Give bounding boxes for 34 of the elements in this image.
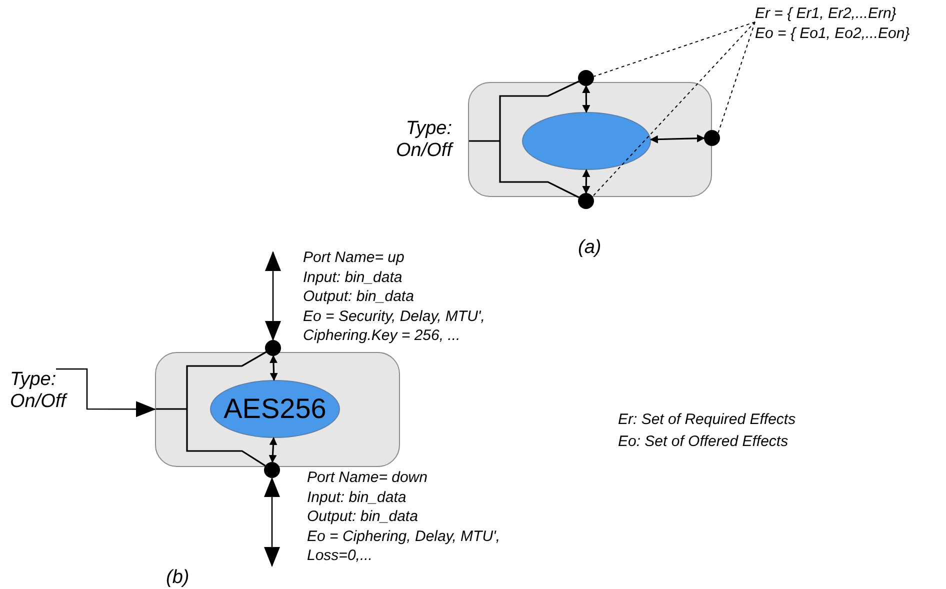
component-box	[155, 352, 400, 467]
port-attribute: Eo = Ciphering, Delay, MTU', Loss=0,...	[307, 526, 502, 566]
effect-set-text: Eo = { Eo1, Eo2,...Eon}	[755, 24, 911, 44]
double-arrow	[268, 437, 278, 463]
double-arrow	[270, 355, 278, 381]
wiring-line	[469, 140, 500, 142]
caption-label: (b)	[166, 566, 190, 589]
ellipse-label: AES256	[224, 392, 326, 426]
port-attribute: Output: bin_data	[303, 287, 415, 306]
double-arrow	[650, 134, 705, 144]
port-attribute: Eo = Security, Delay, MTU', Ciphering.Key = 256, ...	[303, 306, 486, 346]
wiring-line	[156, 408, 187, 410]
arrow	[56, 368, 156, 418]
double-arrow	[582, 169, 590, 194]
port-attribute: Output: bin_data	[307, 507, 419, 526]
port-attribute: Port Name= down	[307, 468, 428, 488]
caption-label: Eo: Set of Offered Effects	[618, 432, 788, 452]
port-attribute: Port Name= up	[303, 248, 406, 268]
leader-line	[718, 22, 756, 134]
type-label: Type: On/Off	[395, 118, 452, 162]
double-arrow	[265, 251, 281, 341]
effect-set-text: Er = { Er1, Er2,...Ern}	[755, 4, 898, 24]
caption-label: Er: Set of Required Effects	[618, 410, 796, 430]
double-arrow	[264, 477, 280, 567]
wiring-line	[499, 80, 580, 198]
type-label: Type: On/Off	[10, 369, 68, 413]
leader-line	[593, 22, 756, 77]
leader-line	[592, 22, 756, 197]
double-arrow	[582, 85, 590, 113]
wiring-line	[186, 351, 266, 466]
port-attribute: Input: bin_data	[303, 268, 404, 287]
caption-label: (a)	[578, 236, 602, 260]
component-box	[468, 82, 712, 197]
port-attribute: Input: bin_data	[307, 488, 408, 507]
